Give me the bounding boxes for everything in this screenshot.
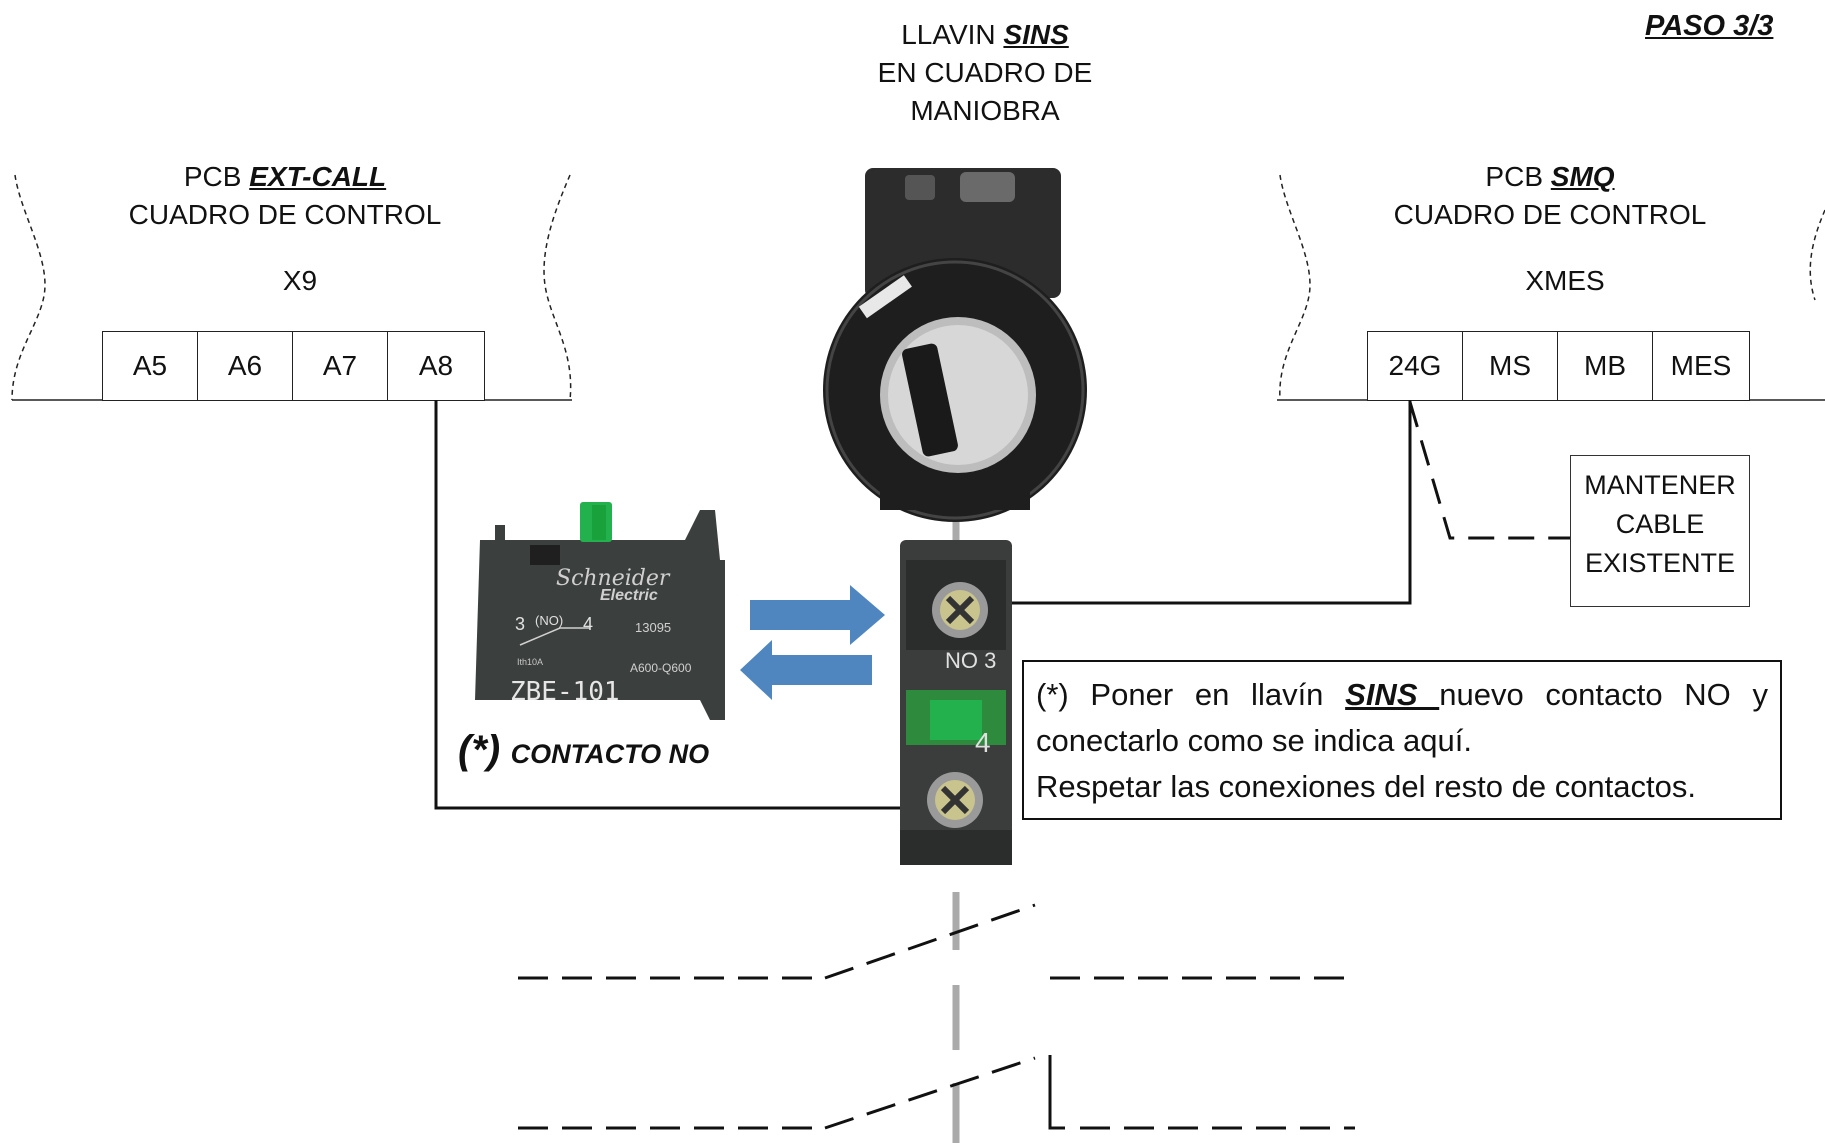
contact-model: ZBE-101 [510,677,620,707]
left-pcb-bracket [11,174,572,401]
schematic-contact-lower [518,1055,1355,1130]
contact-rating1: Ith10A [517,657,543,667]
contact-caption: (*) CONTACTO NO [458,728,709,773]
contact-pin4: 4 [583,614,593,634]
right-pcb-subtitle: CUADRO DE CONTROL [1393,199,1707,230]
schematic-contact-upper [518,903,1355,980]
note-part1: Poner en llavín [1068,677,1346,712]
instruction-note: (*) Poner en llavín SINS nuevo contacto … [1022,660,1782,820]
key-switch-title-prefix: LLAVIN [901,19,1004,50]
wire-a8-to-terminal4 [434,400,900,810]
contact-brand2: Electric [600,587,658,604]
keep-cable-line2: CABLE [1615,509,1705,539]
left-pcb-subtitle: CUADRO DE CONTROL [128,199,442,230]
contact-code: 13095 [635,620,671,635]
left-terminal-a8: A8 [387,331,485,401]
note-key-name: SINS [1345,677,1440,712]
arrow-left [740,640,872,700]
contact-brand1: Schneider [556,566,671,591]
contact-pin-no: (NO) [535,613,563,628]
exchange-arrows [740,585,885,700]
right-pcb-name: SMQ [1550,161,1615,192]
contact-block-photo [475,502,725,720]
left-pcb-title: PCB EXT-CALL CUADRO DE CONTROL [110,158,460,234]
note-part2: nuevo contacto NO y [1439,677,1769,712]
contact-module-photo [900,540,1012,865]
key-switch-name: SINS [1003,19,1069,50]
left-terminal-a7: A7 [292,331,388,401]
left-pcb-name: EXT-CALL [249,161,387,192]
key-switch-photo [823,168,1087,522]
right-terminal-ms: MS [1462,331,1558,401]
right-terminal-mes: MES [1652,331,1750,401]
step-indicator: PASO 3/3 [1645,10,1774,42]
wire-24g-to-terminal3 [1012,400,1412,605]
keep-cable-line3: EXISTENTE [1584,548,1736,578]
right-pcb-title: PCB SMQ CUADRO DE CONTROL [1375,158,1725,234]
right-connector-label: XMES [1525,265,1605,296]
contact-caption-marker: (*) [458,728,501,772]
module-label-no3: NO 3 [945,648,996,673]
note-marker: (*) [1036,677,1069,712]
contact-pin3: 3 [515,614,525,634]
left-pcb-prefix: PCB [183,161,250,192]
arrow-right [750,585,885,645]
right-terminal-24g: 24G [1367,331,1463,401]
note-line3: Respetar las conexiones del resto de con… [1036,769,1696,804]
module-label-4: 4 [975,727,991,758]
contact-rating2: A600-Q600 [630,661,692,675]
key-switch-title-line2: EN CUADRO DE [877,57,1093,88]
right-pcb-prefix: PCB [1485,161,1551,192]
left-connector-label: X9 [282,265,318,296]
note-line2: conectarlo como se indica aquí. [1036,723,1472,758]
existing-cable-dashed [1408,401,1570,540]
contact-caption-text: CONTACTO NO [510,739,710,769]
right-terminal-mb: MB [1557,331,1653,401]
keep-cable-line1: MANTENER [1584,470,1736,500]
key-switch-title: LLAVIN SINS EN CUADRO DE MANIOBRA [835,16,1135,130]
right-pcb-bracket [1277,174,1825,401]
keep-cable-box: MANTENER CABLE EXISTENTE [1570,455,1750,607]
key-switch-title-line3: MANIOBRA [910,95,1060,126]
